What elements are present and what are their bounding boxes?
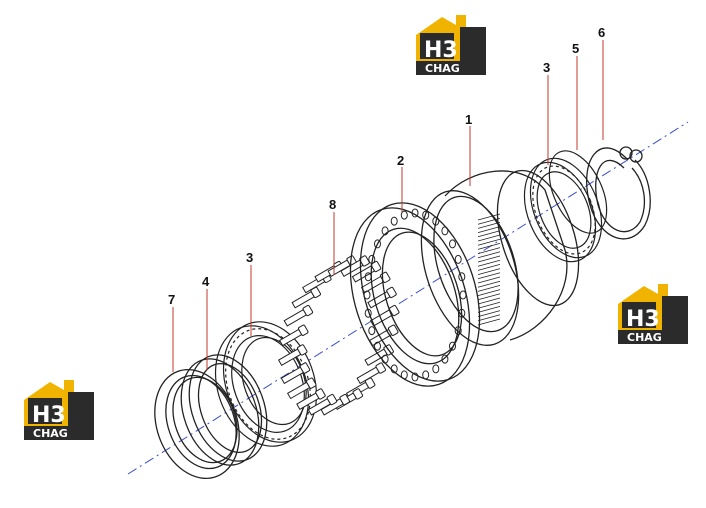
bolt (291, 286, 321, 309)
svg-text:CHAG: CHAG (33, 427, 68, 440)
flange-hole (441, 354, 449, 364)
flange-hole (449, 341, 456, 351)
tooth (477, 301, 501, 309)
tooth (477, 264, 501, 271)
part-4-ring (180, 354, 268, 466)
brand-logo-top: H3 CHAG (416, 15, 486, 75)
callout-4: 4 (202, 274, 210, 289)
tooth (477, 217, 501, 225)
callouts: 1 2 3 3 4 5 6 7 8 (168, 25, 605, 307)
tooth (477, 230, 501, 238)
tooth (477, 255, 501, 263)
callout-3-right: 3 (543, 60, 550, 75)
flange-bolt-holes (363, 208, 467, 382)
callout-6: 6 (598, 25, 605, 40)
tooth (477, 226, 501, 233)
tooth (477, 289, 501, 296)
tooth (477, 306, 501, 313)
bolt (286, 377, 317, 400)
tooth (477, 280, 501, 288)
svg-text:CHAG: CHAG (627, 331, 662, 344)
flange-hole (368, 254, 376, 264)
tooth (477, 251, 501, 259)
flange-hole (454, 326, 462, 336)
bolt (283, 304, 314, 327)
bolt (307, 393, 338, 416)
tooth (477, 222, 501, 229)
tooth (477, 310, 501, 317)
bolt (320, 393, 350, 416)
flange-hole (374, 239, 381, 249)
flange-hole (422, 370, 430, 380)
tooth (477, 238, 501, 246)
center-axis (127, 121, 689, 475)
flange-hole (432, 364, 440, 374)
svg-text:H3: H3 (32, 403, 66, 428)
housing-internal-teeth (477, 213, 501, 326)
part-1-housing (420, 169, 580, 346)
svg-text:CHAG: CHAG (425, 62, 460, 75)
callout-5: 5 (572, 41, 579, 56)
tooth (477, 234, 501, 242)
flange-hole (400, 210, 408, 220)
flange-hole (411, 372, 419, 382)
flange-hole (411, 208, 419, 218)
bolt (296, 388, 326, 410)
flange-hole (364, 308, 372, 318)
flange-hole (458, 308, 466, 318)
bolt (369, 304, 400, 327)
tooth (477, 297, 501, 305)
flange-hole (454, 254, 462, 264)
flange-hole (390, 364, 398, 374)
flange-hole (449, 239, 456, 249)
tooth (477, 259, 501, 267)
tooth (477, 314, 501, 322)
tooth (477, 293, 501, 301)
tooth (477, 285, 501, 292)
callout-8: 8 (329, 197, 336, 212)
tooth (477, 272, 501, 280)
flange-hole (368, 326, 376, 336)
tooth (477, 243, 501, 250)
bolt (367, 286, 397, 309)
flange-hole (422, 210, 430, 220)
flange-hole (390, 216, 398, 226)
tooth (477, 318, 501, 326)
bolt (280, 362, 311, 385)
callout-2: 2 (397, 153, 404, 168)
callout-3-left: 3 (246, 250, 253, 265)
tooth (477, 276, 501, 284)
part-6-snap-ring (586, 146, 651, 240)
svg-text:H3: H3 (424, 38, 458, 63)
bolt (356, 362, 386, 385)
flange-hole (459, 290, 467, 300)
flange-hole (441, 226, 449, 236)
bolt (277, 344, 308, 366)
part-5-thin-ring (548, 150, 608, 234)
flange-hole (381, 354, 389, 364)
flange-hole (364, 272, 372, 282)
flange-hole (400, 370, 408, 380)
flange-hole (458, 272, 466, 282)
part-7-seal-ring (154, 368, 240, 480)
part-2-flange (349, 202, 481, 387)
brand-logo-left: H3 CHAG (24, 380, 94, 440)
part-8-bolts (277, 255, 400, 416)
flange-hole (363, 290, 371, 300)
callout-7: 7 (168, 292, 175, 307)
tooth (477, 213, 501, 221)
tooth (477, 247, 501, 254)
flange-hole (374, 341, 381, 351)
bolt (278, 324, 309, 347)
brand-logo-right: H3 CHAG (618, 284, 688, 344)
leader-lines (172, 40, 604, 372)
flange-hole (381, 226, 389, 236)
part-3-bearing-right (523, 157, 603, 263)
tooth (477, 268, 501, 275)
callout-1: 1 (465, 112, 472, 127)
svg-text:H3: H3 (626, 307, 660, 332)
